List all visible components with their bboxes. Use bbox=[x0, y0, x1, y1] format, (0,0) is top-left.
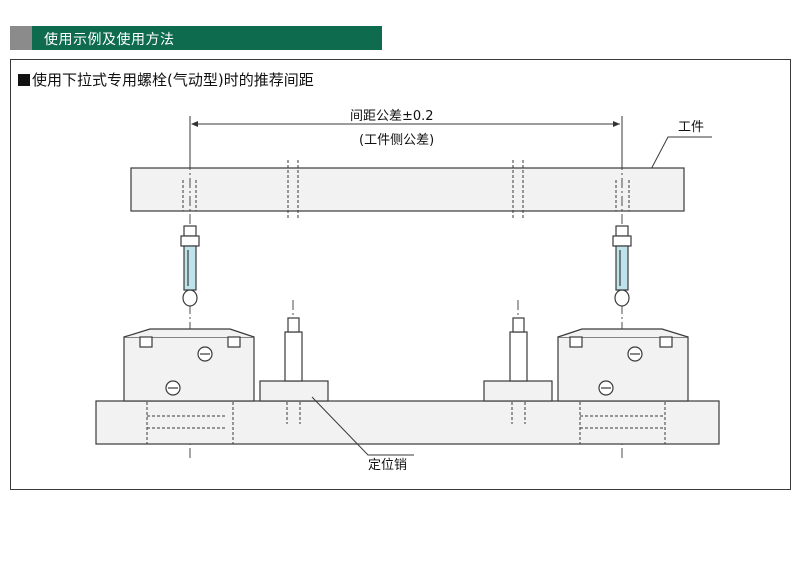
locating-pin-left bbox=[259, 317, 329, 402]
panel-title-text: 使用下拉式专用螺栓(气动型)时的推荐间距 bbox=[32, 71, 314, 89]
workpiece-label: 工件 bbox=[678, 120, 705, 135]
dimension-note: (工件侧公差) bbox=[359, 133, 435, 148]
panel-title: 使用下拉式专用螺栓(气动型)时的推荐间距 bbox=[18, 69, 314, 90]
clamp-module-right bbox=[557, 328, 689, 402]
section-header: 使用示例及使用方法 bbox=[10, 26, 382, 50]
workpiece-leader bbox=[647, 136, 712, 176]
workpiece bbox=[130, 167, 685, 212]
base-plate bbox=[95, 400, 720, 445]
pull-down-bolt-right bbox=[612, 225, 632, 307]
locating-pin-label: 定位销 bbox=[368, 458, 408, 473]
dimension-label: 间距公差±0.2 bbox=[350, 109, 434, 124]
locating-pin-leader bbox=[311, 396, 414, 456]
section-header-tab bbox=[10, 26, 32, 50]
locating-pin-right bbox=[483, 317, 553, 402]
section-title: 使用示例及使用方法 bbox=[44, 32, 175, 48]
clamp-module-left bbox=[123, 328, 255, 402]
black-square-bullet-icon bbox=[18, 74, 30, 86]
top-rule bbox=[0, 0, 800, 3]
pull-down-bolt-left bbox=[180, 225, 200, 307]
